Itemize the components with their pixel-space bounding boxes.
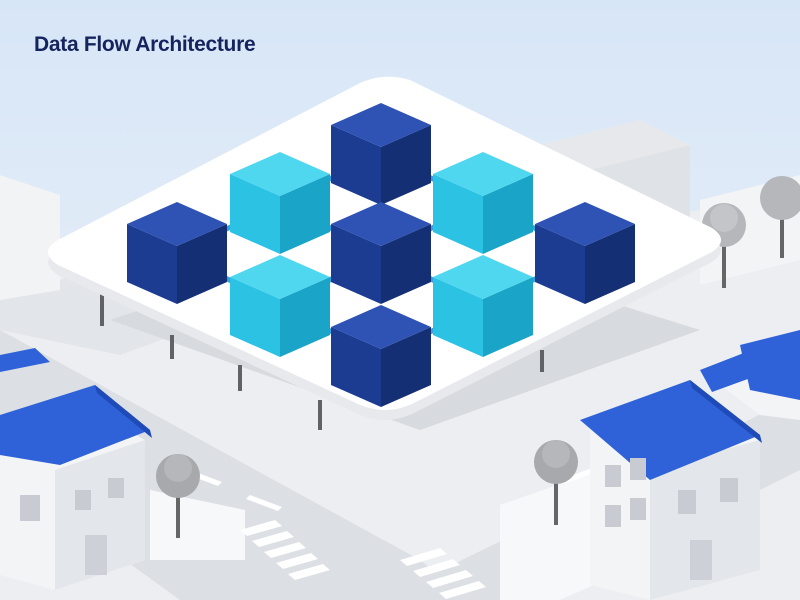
house-right (580, 330, 800, 600)
cyan-data-node (230, 152, 330, 254)
cyan-data-node (433, 152, 533, 254)
crosswalk (240, 520, 486, 599)
data-nodes (127, 103, 635, 407)
cyan-data-node (230, 255, 330, 357)
tree (534, 440, 578, 525)
cyan-data-node (433, 255, 533, 357)
sidewalk (150, 490, 245, 560)
tree (760, 176, 800, 258)
diagram-title: Data Flow Architecture (34, 33, 256, 56)
house-left (0, 348, 152, 590)
navy-data-node (535, 202, 635, 304)
navy-data-node (127, 202, 227, 304)
navy-data-node (331, 305, 431, 407)
navy-data-node (331, 103, 431, 205)
tree (156, 454, 200, 538)
navy-data-node (331, 202, 431, 304)
